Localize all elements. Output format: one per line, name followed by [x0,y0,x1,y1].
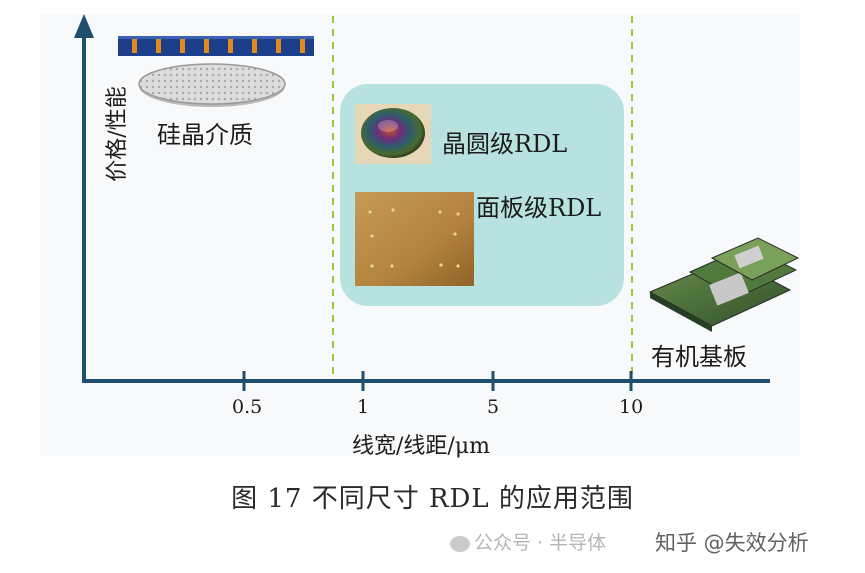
watermark-account: 公众号 · 半导体 [450,528,606,555]
x-tick-label-10: 10 [619,396,644,418]
x-tick-label-1: 1 [357,396,370,418]
y-axis-label: 价格/性能 [105,86,130,182]
wafer-rdl-label: 晶圆级RDL [442,130,568,158]
silicon-interposer-image [118,36,314,56]
x-tick-label-0.5: 0.5 [232,396,263,418]
panel-rdl-label: 面板级RDL [476,194,602,222]
x-tick-label-5: 5 [487,396,500,418]
y-axis-arrow [74,14,94,38]
figure-caption: 图 17 不同尺寸 RDL 的应用范围 [231,484,634,514]
panel-rdl-image [355,192,474,286]
x-axis-label: 线宽/线距/μm [352,434,490,459]
silicon-wafer-image [138,63,286,107]
wafer-rdl-image [355,104,431,164]
organic-substrate-image [648,237,800,332]
wechat-icon [450,535,470,552]
organic-substrate-label: 有机基板 [651,343,747,371]
silicon-label: 硅晶介质 [157,121,253,149]
watermark-account-text: 公众号 · 半导体 [474,532,607,554]
watermark-brand: 知乎 @失效分析 [655,531,809,555]
